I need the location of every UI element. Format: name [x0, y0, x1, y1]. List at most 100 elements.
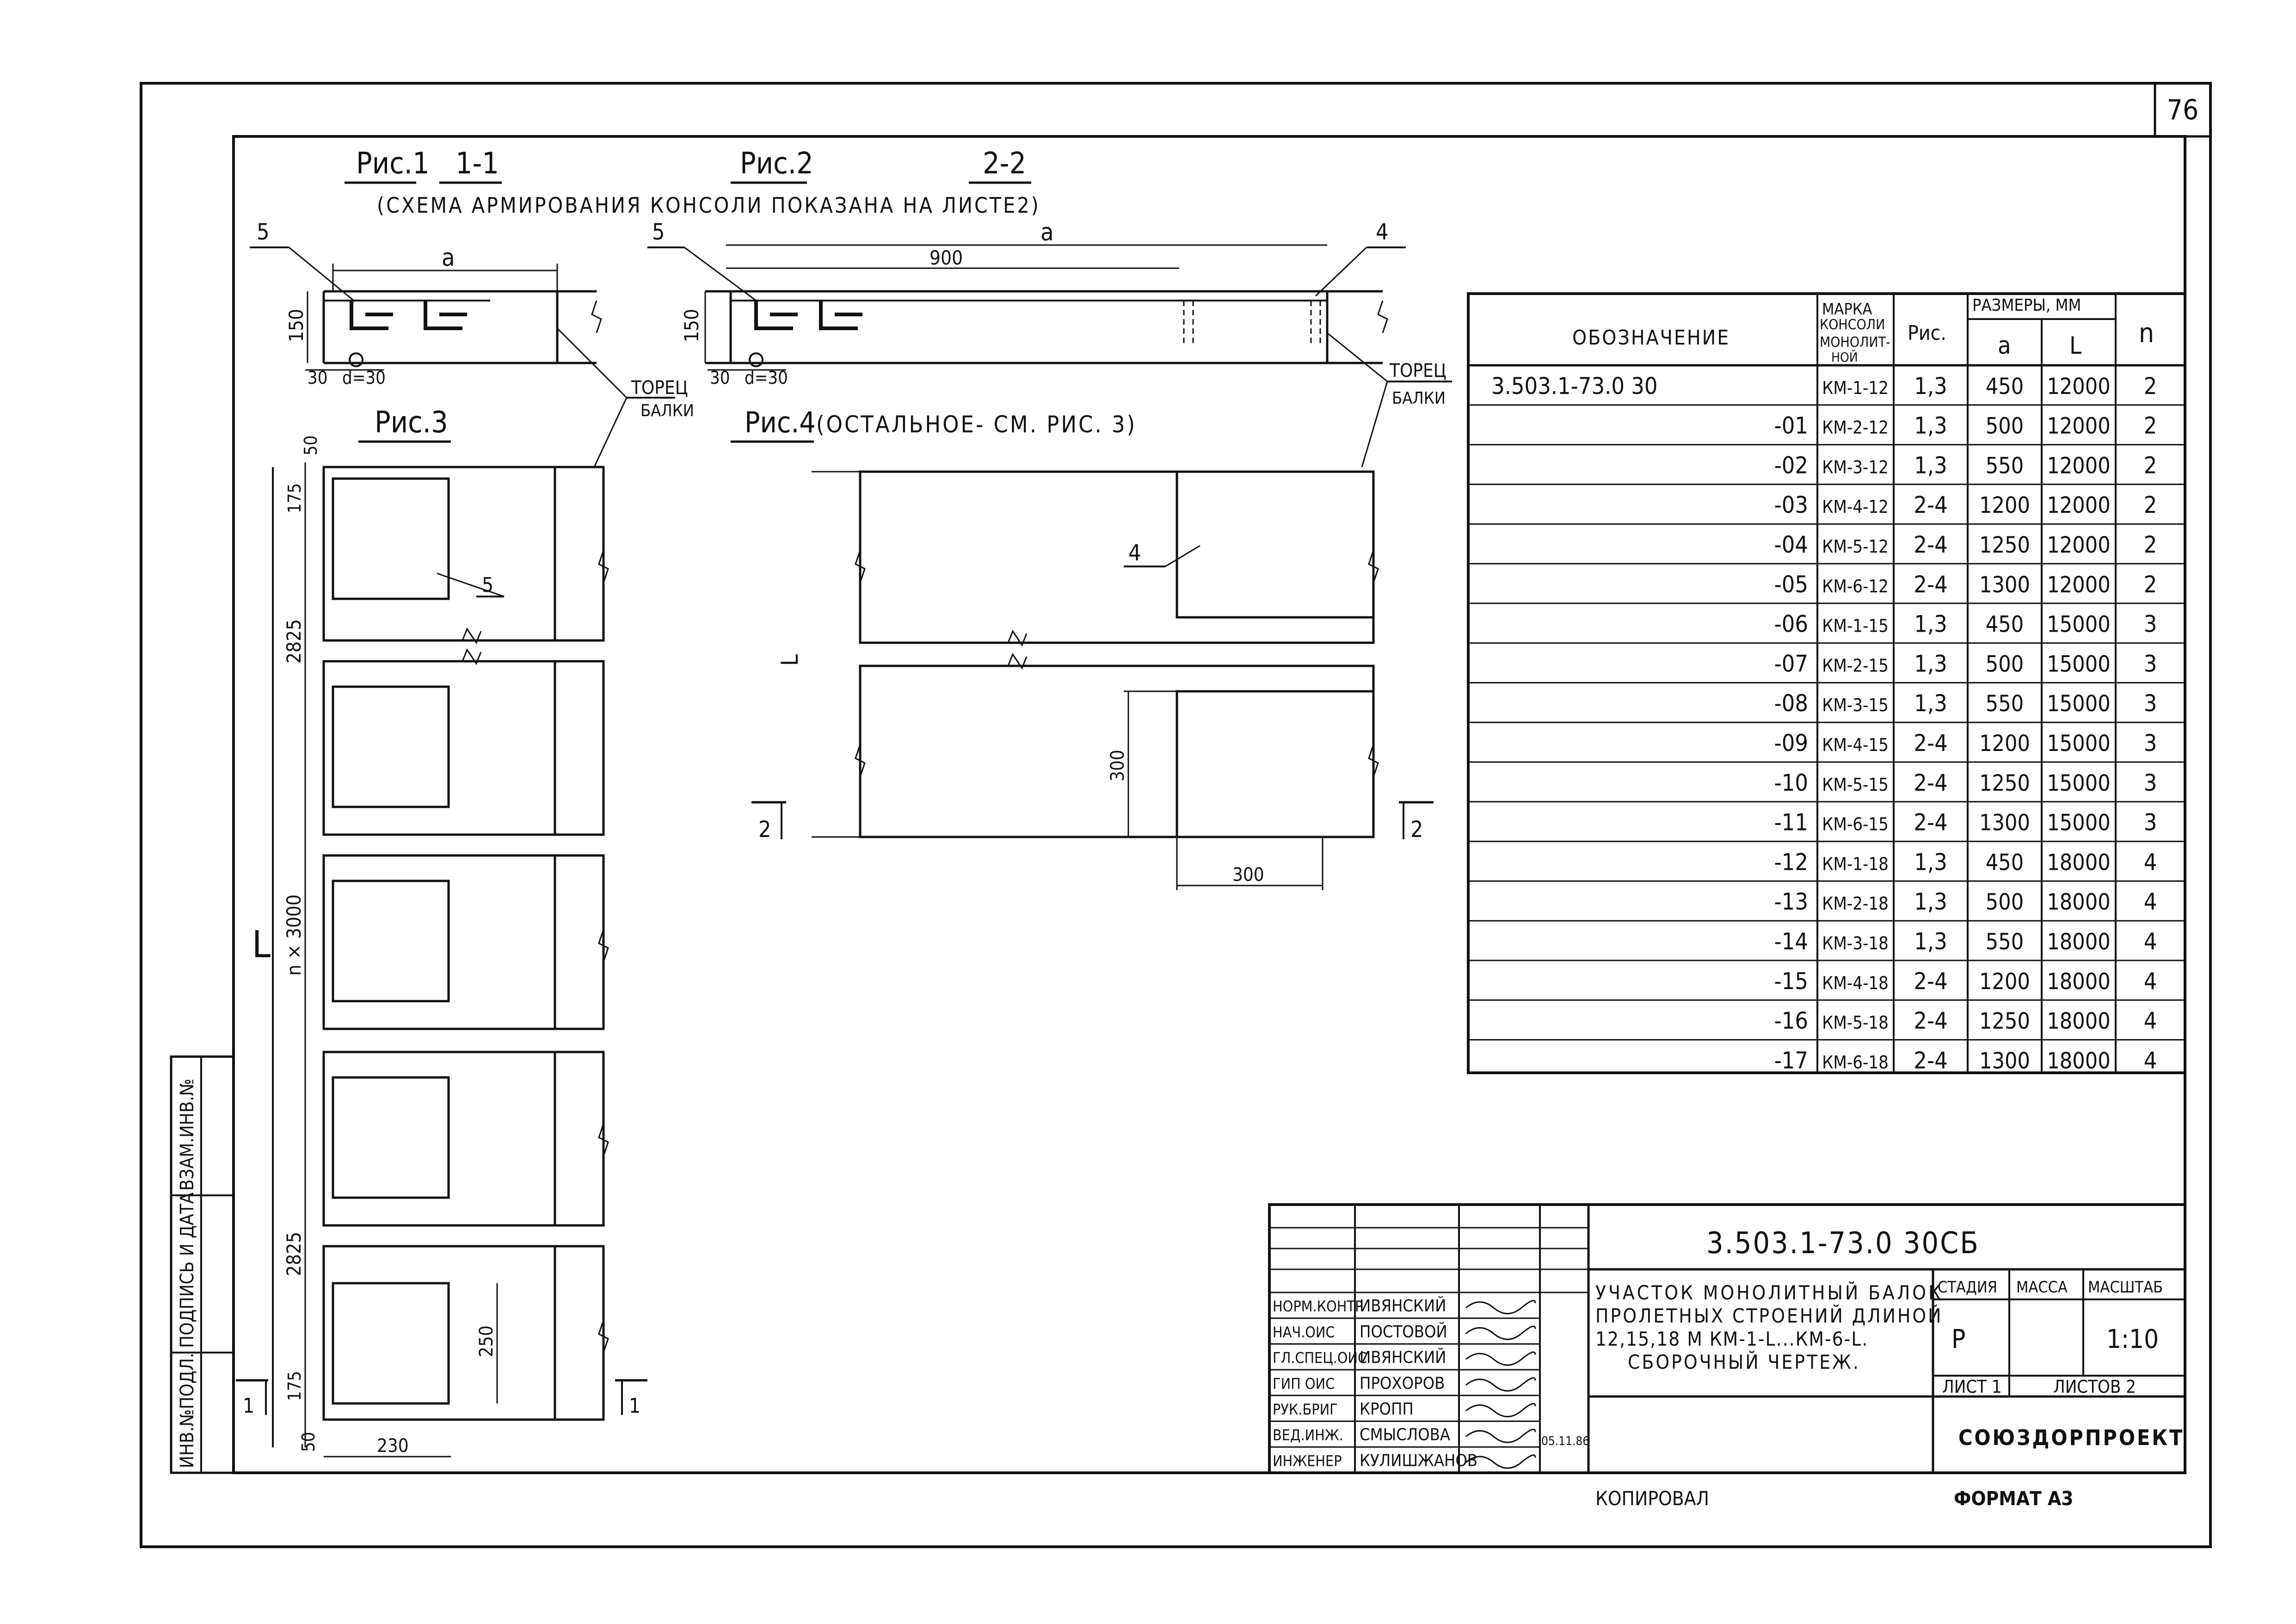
table-cell-n: 2	[2144, 492, 2157, 518]
table-cell-mark: КМ-2-15	[1822, 655, 1889, 676]
stamp-vzam-inv: ВЗАМ.ИНВ.№	[177, 1079, 198, 1191]
section-2-2: a 900 150 30 d=30 5 4	[647, 219, 1406, 388]
person-name: КРОПП	[1360, 1400, 1414, 1419]
person-role: РУК.БРИГ	[1273, 1401, 1338, 1418]
th-mark-4: НОЙ	[1831, 349, 1858, 365]
person-role: ГИП ОИС	[1273, 1375, 1335, 1392]
table-cell-fig: 1,3	[1914, 650, 1947, 677]
table-cell-a: 1200	[1979, 731, 2030, 757]
table-cell-L: 18000	[2047, 1009, 2110, 1034]
table-cell-a: 550	[1986, 691, 2024, 717]
sheet-number: 76	[2167, 94, 2199, 126]
table-cell-n: 4	[2144, 888, 2157, 915]
table-cell-fig: 1,3	[1914, 928, 1947, 955]
table-cell-L: 18000	[2047, 929, 2110, 955]
fig3-dim-50-top: 50	[301, 436, 321, 456]
table-cell-mark: КМ-5-12	[1822, 536, 1889, 557]
spec-table: ОБОЗНАЧЕНИЕ МАРКА КОНСОЛИ МОНОЛИТ- НОЙ Р…	[1467, 292, 2186, 1074]
person-role: НАЧ.ОИС	[1273, 1323, 1335, 1341]
table-cell-mark: КМ-4-18	[1822, 973, 1889, 993]
title-line4: СБОРОЧНЫЙ ЧЕРТЕЖ.	[1628, 1350, 1860, 1373]
table-cell-a: 1250	[1979, 532, 2030, 558]
fig3-dim-230: 230	[377, 1435, 409, 1457]
table-cell-a: 1200	[1979, 492, 2030, 518]
table-cell-des: -09	[1774, 730, 1808, 757]
fig3-dim-2825-top: 2825	[283, 619, 305, 664]
fig3-dim-175-top: 175	[284, 483, 305, 513]
fig4-cut2-left: 2	[758, 817, 771, 843]
signature-mark	[1465, 1454, 1536, 1469]
outer-frame	[140, 82, 2212, 1548]
table-cell-a: 500	[1986, 651, 2024, 677]
table-cell-des: -05	[1774, 571, 1808, 598]
fig1-note: (СХЕМА АРМИРОВАНИЯ КОНСОЛИ ПОКАЗАНА НА Л…	[377, 193, 1040, 218]
beam-end-label-right-2: БАЛКИ	[1392, 389, 1446, 408]
table-cell-des: -17	[1774, 1047, 1808, 1074]
table-cell-a: 1250	[1979, 770, 2030, 796]
person-name: ИВЯНСКИЙ	[1360, 1296, 1446, 1316]
table-cell-n: 3	[2144, 809, 2157, 836]
fig1-pos5: 5	[257, 219, 269, 245]
person-name: СМЫСЛОВА	[1360, 1426, 1450, 1445]
th-mark-1: МАРКА	[1822, 300, 1872, 319]
table-cell-mark: КМ-6-18	[1822, 1052, 1889, 1072]
table-cell-a: 1300	[1979, 810, 2030, 836]
fig1-section: 1-1	[456, 147, 499, 181]
fig2-dim-900: 900	[929, 246, 963, 269]
table-cell-n: 2	[2144, 571, 2157, 598]
th-fig: Рис.	[1908, 321, 1946, 345]
fig4-pos4: 4	[1128, 540, 1141, 566]
scale-value: 1:10	[2106, 1324, 2159, 1354]
table-cell-a: 1300	[1979, 572, 2030, 598]
table-cell-L: 12000	[2047, 453, 2110, 479]
fig1-dim-d30: d=30	[342, 368, 386, 388]
table-cell-n: 2	[2144, 412, 2157, 439]
fig4-dim-300-v: 300	[1107, 750, 1128, 781]
table-cell-fig: 2-4	[1914, 1008, 1947, 1034]
table-cell-n: 3	[2144, 769, 2157, 796]
fig3-cut1-right: 1	[629, 1394, 640, 1418]
table-cell-des: -11	[1774, 809, 1808, 836]
table-cell-a: 1250	[1979, 1009, 2030, 1034]
fig1-title: Рис.1	[356, 147, 430, 181]
table-cell-L: 15000	[2047, 691, 2110, 717]
table-cell-fig: 1,3	[1914, 452, 1947, 479]
table-cell-L: 18000	[2047, 1048, 2110, 1074]
stamp-inv-orig: ИНВ.№ПОДЛ.	[177, 1353, 198, 1468]
fig3-segments	[322, 466, 609, 1421]
table-cell-L: 12000	[2047, 572, 2110, 598]
table-cell-fig: 2-4	[1914, 730, 1947, 757]
beam-end-label-right: ТОРЕЦ	[1389, 360, 1447, 381]
table-cell-fig: 2-4	[1914, 531, 1947, 558]
table-cell-des: -10	[1774, 769, 1808, 796]
table-cell-mark: КМ-3-18	[1822, 933, 1889, 953]
fig1-dim-a: a	[442, 244, 455, 272]
table-cell-mark: КМ-6-15	[1822, 814, 1889, 835]
table-cell-a: 450	[1986, 374, 2024, 400]
beam-end-label-left: ТОРЕЦ	[631, 377, 688, 399]
table-cell-mark: КМ-3-12	[1822, 457, 1889, 477]
th-designation: ОБОЗНАЧЕНИЕ	[1572, 326, 1730, 350]
fig3-dim-2825-bot: 2825	[283, 1232, 305, 1276]
th-a: a	[1998, 332, 2011, 360]
table-cell-mark: КМ-5-18	[1822, 1013, 1889, 1033]
table-cell-n: 2	[2144, 452, 2157, 479]
format-label: ФОРМАТ А3	[1954, 1487, 2074, 1510]
table-cell-des: -15	[1774, 968, 1808, 995]
table-cell-L: 18000	[2047, 849, 2110, 875]
fig4-dim-300-h: 300	[1232, 864, 1264, 886]
table-cell-L: 12000	[2047, 532, 2110, 558]
table-cell-fig: 1,3	[1914, 373, 1947, 400]
signature-mark	[1465, 1325, 1536, 1340]
table-cell-L: 12000	[2047, 413, 2110, 439]
fig4-title: Рис.4	[745, 406, 816, 439]
table-cell-des: -04	[1774, 531, 1808, 558]
title-line3: 12,15,18 М КМ-1-L...КМ-6-L.	[1595, 1328, 1868, 1350]
person-name: ИВЯНСКИЙ	[1360, 1348, 1446, 1367]
table-cell-mark: КМ-4-15	[1822, 735, 1889, 755]
table-cell-n: 4	[2144, 1047, 2157, 1074]
fig3-cut1-left: 1	[243, 1394, 254, 1418]
table-cell-n: 3	[2144, 650, 2157, 677]
